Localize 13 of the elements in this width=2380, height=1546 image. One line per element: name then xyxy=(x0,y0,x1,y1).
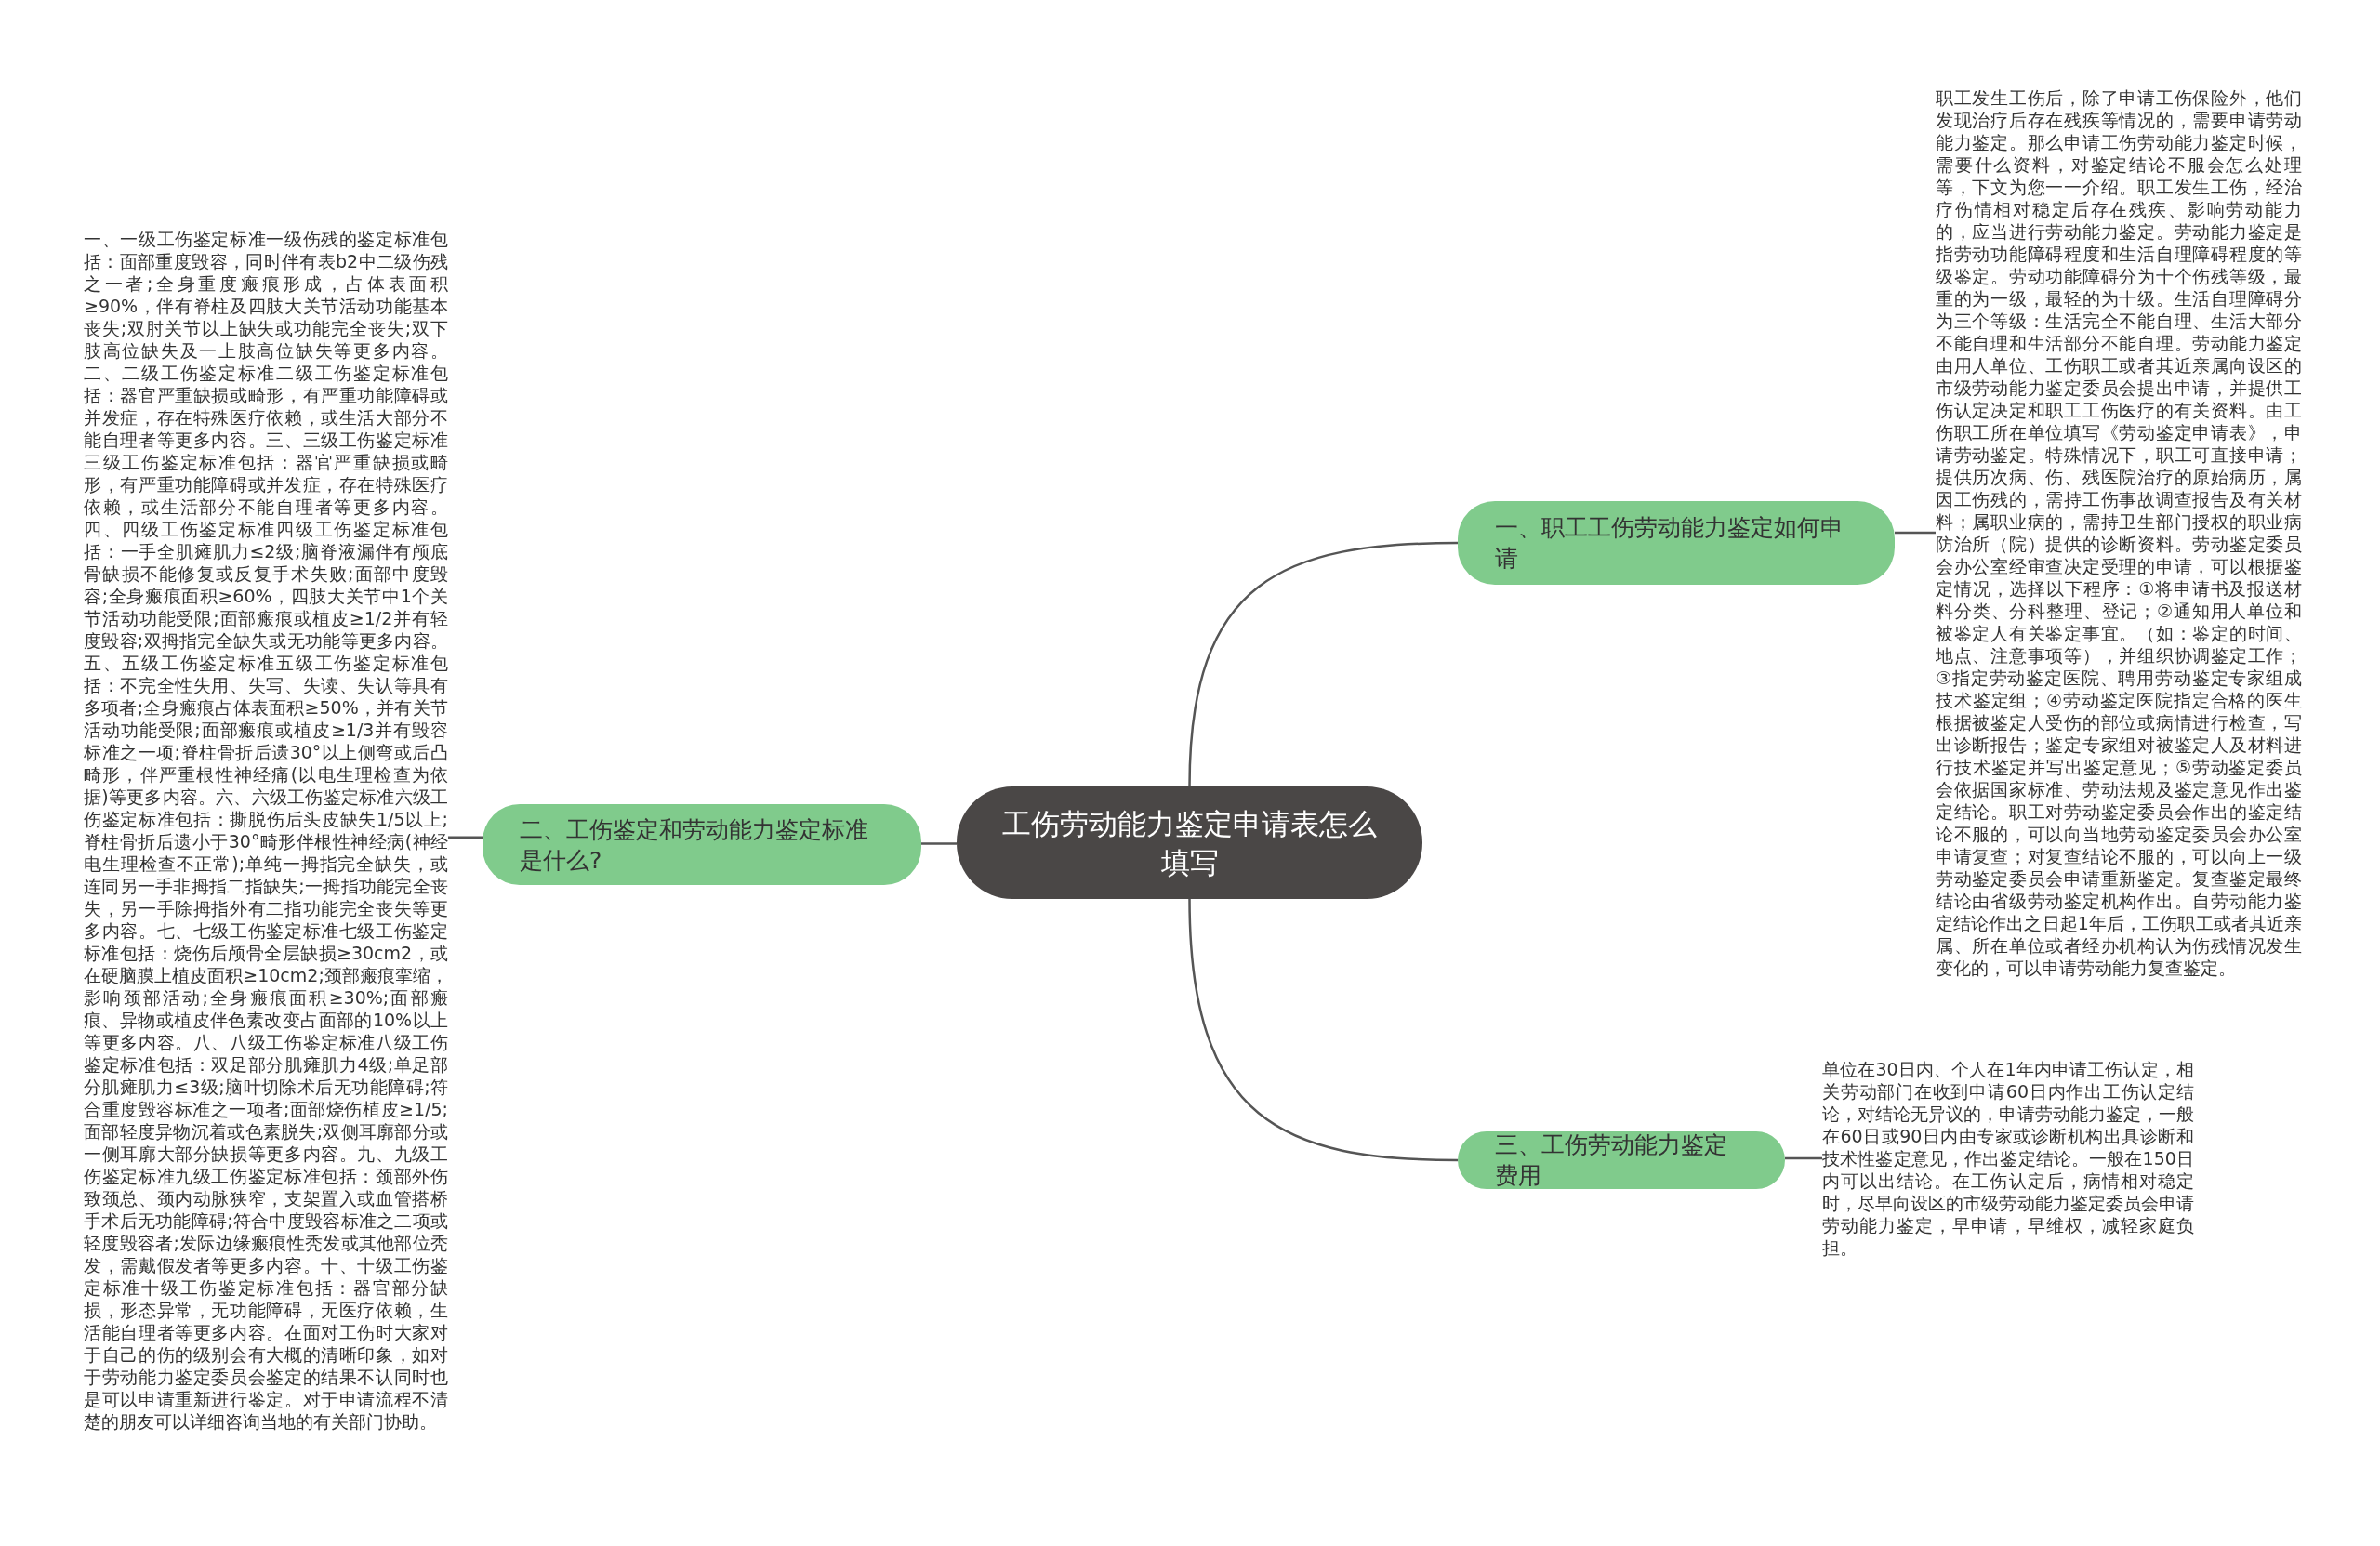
paragraph: 一、一级工伤鉴定标准一级伤残的鉴定标准包括：面部重度毁容，同时伴有表b2中二级伤残之一者;全身重度瘢痕形成，占体表面积≥90%，伴有脊柱及四肢大关节活动功能基本丧失;双肘关节以上缺失或功能完全丧失;双下肢高位缺失及一上肢高位缺失等更多内容。二、二级工伤鉴定标准二级工伤鉴定标准包括：器官严重缺损或畸形，有严重功能障碍或并发症，存在特殊医疗依赖，或生活大部分不能自理者等更多内容。三、三级工伤鉴定标准三级工伤鉴定标准包括：器官严重缺损或畸形，有严重功能障碍或并发症，存在特殊医疗依赖，或生活部分不能自理者等更多内容。四、四级工伤鉴定标准四级工伤鉴定标准包括：一手全肌瘫肌力≤2级;脑脊液漏伴有颅底骨缺损不能修复或反复手术失败;面部中度毁容;全身瘢痕面积≥60%，四肢大关节中1个关节活动功能受限;面部瘢痕或植皮≥1/2并有轻度毁容;双拇指完全缺失或无功能等更多内容。五、五级工伤鉴定标准五级工伤鉴定标准包括：不完全性失用、失写、失读、失认等具有多项者;全身瘢痕占体表面积≥50%，并有关节活动功能受限;面部瘢痕或植皮≥1/3并有毁容标准之一项;脊柱骨折后遗30°以上侧弯或后凸畸形，伴严重根性神经痛(以电生理检查为依据)等更多内容。六、六级工伤鉴定标准六级工伤鉴定标准包括：撕脱伤后头皮缺失1/5以上;脊柱骨折后遗小于30°畸形伴根性神经病(神经电生理检查不正常);单纯一拇指完全缺失，或连同另一手非拇指二指缺失;一拇指功能完全丧失，另一手除拇指外有二指功能完全丧失等更多内容。七、七级工伤鉴定标准七级工伤鉴定标准包括：烧伤后颅骨全层缺损≥30cm2，或在硬脑膜上植皮面积≥10cm2;颈部瘢痕挛缩，影响颈部活动;全身瘢痕面积≥30%;面部瘢痕、异物或植皮伴色素改变占面部的10%以上等更多内容。八、八级工伤鉴定标准八级工伤鉴定标准包括：双足部分肌瘫肌力4级;单足部分肌瘫肌力≤3级;脑叶切除术后无功能障碍;符合重度毁容标准之一项者;面部烧伤植皮≥1/5;面部轻度异物沉着或色素脱失;双侧耳廓部分或一侧耳廓大部分缺损等更多内容。九、九级工伤鉴定标准九级工伤鉴定标准包括：颈部外伤致颈总、颈内动脉狭窄，支架置入或血管搭桥手术后无功能障碍;符合中度毁容标准之二项或轻度毁容者;发际边缘瘢痕性秃发或其他部位秃发，需戴假发者等更多内容。十、十级工伤鉴定标准十级工伤鉴定标准包括：器官部分缺损，形态异常，无功能障碍，无医疗依赖，生活能自理者等更多内容。在面对工伤时大家对于自己的伤的级别会有大概的清晰印象，如对于劳动能力鉴定委员会鉴定的结果不认同时也是可以申请重新进行鉴定。对于申请流程不清楚的朋友可以详细咨询当地的有关部门协助。 xyxy=(84,228,448,1433)
connector-line xyxy=(1895,531,1936,535)
connector-line xyxy=(1188,898,1459,1162)
connector-line xyxy=(1188,541,1459,787)
connector-line xyxy=(1785,1156,1822,1160)
connector-line xyxy=(448,836,483,839)
branch-box: 一、职工工伤劳动能力鉴定如何申请 xyxy=(1458,501,1895,585)
topic-box: 工伤劳动能力鉴定申请表怎么填写 xyxy=(957,786,1422,899)
paragraph: 单位在30日内、个人在1年内申请工伤认定，相关劳动部门在收到申请60日内作出工伤认定结论，对结论无异议的，申请劳动能力鉴定，一般在60日或90日内由专家或诊断机构出具诊断和技术性鉴定意见，作出鉴定结论。一般在150日内可以出结论。在工伤认定后，病情相对稳定时，尽早向设区的市级劳动能力鉴定委员会申请劳动能力鉴定，早申请，早维权，减轻家庭负担。 xyxy=(1822,1058,2194,1259)
branch-box: 二、工伤鉴定和劳动能力鉴定标准是什么? xyxy=(483,804,921,885)
connector-line xyxy=(921,842,957,845)
branch-box: 三、工伤劳动能力鉴定费用 xyxy=(1458,1131,1785,1189)
paragraph: 职工发生工伤后，除了申请工伤保险外，他们发现治疗后存在残疾等情况的，需要申请劳动能力鉴定。那么申请工伤劳动能力鉴定时候，需要什么资料，对鉴定结论不服会怎么处理等，下文为您一一介绍。职工发生工伤，经治疗伤情相对稳定后存在残疾、影响劳动能力的，应当进行劳动能力鉴定。劳动能力鉴定是指劳动功能障碍程度和生活自理障碍程度的等级鉴定。劳动功能障碍分为十个伤残等级，最重的为一级，最轻的为十级。生活自理障碍分为三个等级：生活完全不能自理、生活大部分不能自理和生活部分不能自理。劳动能力鉴定由用人单位、工伤职工或者其近亲属向设区的市级劳动能力鉴定委员会提出申请，并提供工伤认定决定和职工工伤医疗的有关资料。由工伤职工所在单位填写《劳动鉴定申请表》，申请劳动鉴定。特殊情况下，职工可直接申请；提供历次病、伤、残医院治疗的原始病历，属因工伤残的，需持工伤事故调查报告及有关材料；属职业病的，需持卫生部门授权的职业病防治所（院）提供的诊断资料。劳动鉴定委员会办公室经审查决定受理的申请，可以根据鉴定情况，选择以下程序：①将申请书及报送材料分类、分科整理、登记；②通知用人单位和被鉴定人有关鉴定事宜。（如：鉴定的时间、地点、注意事项等），并组织协调鉴定工作；③指定劳动鉴定医院、聘用劳动鉴定专家组成技术鉴定组；④劳动鉴定医院指定合格的医生根据被鉴定人受伤的部位或病情进行检查，写出诊断报告；鉴定专家组对被鉴定人及材料进行技术鉴定并写出鉴定意见；⑤劳动鉴定委员会依据国家标准、劳动法规及鉴定意见作出鉴定结论。职工对劳动鉴定委员会作出的鉴定结论不服的，可以向当地劳动鉴定委员会办公室申请复查；对复查结论不服的，可以向上一级劳动鉴定委员会申请重新鉴定。复查鉴定最终结论由省级劳动鉴定机构作出。自劳动能力鉴定结论作出之日起1年后，工伤职工或者其近亲属、所在单位或者经办机构认为伤残情况发生变化的，可以申请劳动能力复查鉴定。 xyxy=(1936,86,2302,979)
